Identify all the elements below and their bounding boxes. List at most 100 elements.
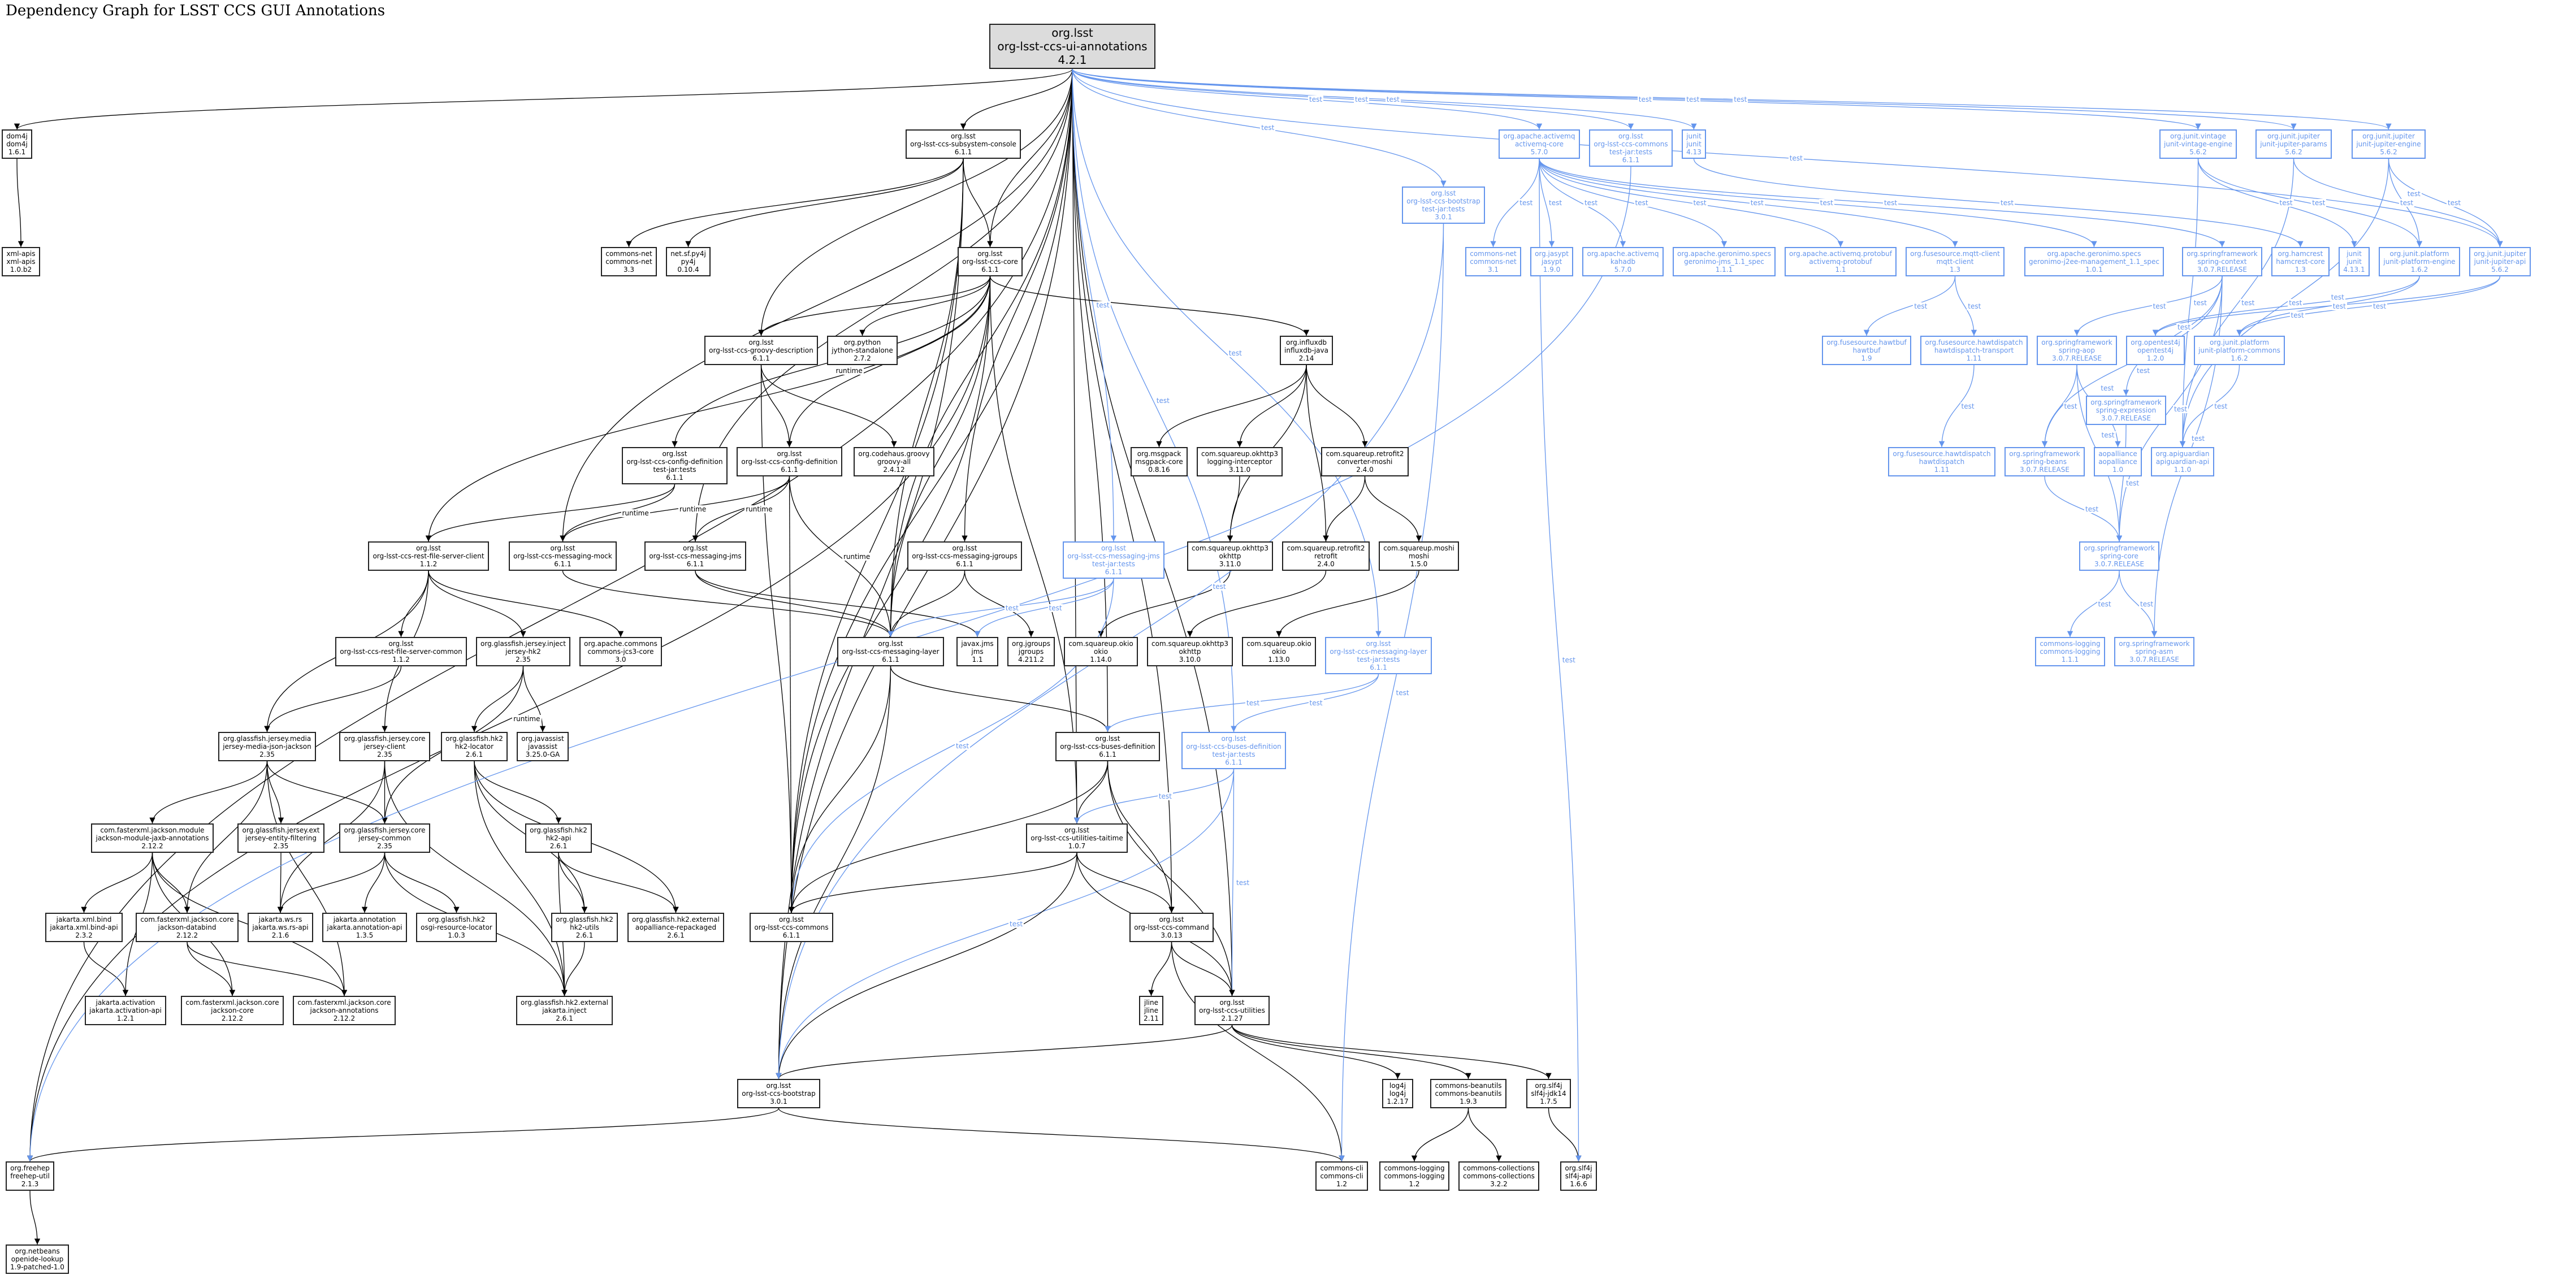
node-version: 1.1.2 [419,560,438,568]
node-version: 6.1.1 [666,474,683,482]
node-group: com.fasterxml.jackson.core [297,999,391,1007]
edge-scope-label: test [1260,124,1276,132]
node-group: org.glassfish.hk2.external [632,916,720,923]
dependency-edge-jsonjackson-jaxbann [149,761,268,824]
edge-scope-label: test [2099,384,2115,392]
dependency-edge-rfsclient-jerseyhk2 [428,570,526,638]
node-group: org.lsst [778,916,804,923]
edge-scope-label: test [1685,95,1701,103]
node-version: 5.6.2 [2491,266,2509,274]
dependency-edge-jaxbann-databind [151,852,191,913]
dependency-edge-cfg-msgmock [560,476,790,542]
node-version: 1.9.0 [1543,266,1561,274]
dependency-edge-busestests-utilities [1229,769,1235,996]
node-artifact: okhttp [1219,552,1241,560]
node-version: 3.0.7.RELEASE [2129,656,2179,663]
dependency-edge-jerseycommon-annapi [361,852,386,913]
node-classifier: test-jar:tests [1357,656,1400,663]
dependency-edge-core-groovydesc [758,276,991,336]
dependency-edge-utilities-slf4jjdk [1231,1025,1552,1079]
node-group: org.lsst [1366,640,1391,648]
node-version: 6.1.1 [981,266,999,274]
dependency-edge-hk2api-hk2utils [558,852,588,913]
dependency-edge-msgjgroups-jgroups [964,570,1034,638]
dependency-edge-msglayer-bootstrap [776,666,891,1079]
edge-scope-label: test [2330,293,2345,301]
node-group: org.springframework [2187,250,2258,258]
dependency-edge-root-msgjgroups [962,68,1073,542]
node-artifact: logging-interceptor [1207,458,1272,466]
node-group: jakarta.xml.bind [56,916,112,923]
dependency-edge-amqcore-gj2ee [1539,158,2097,248]
dependency-edge-buses-commons [788,761,1109,913]
dependency-edge-root-msglayer [887,68,1073,638]
edge-scope-label: test [1395,688,1410,697]
node-version: 6.1.1 [956,560,973,568]
dependency-edge-amqcore-slf4japi [1539,158,1582,1162]
edge-scope-label: test [1157,792,1173,800]
dependency-edge-taitime-bootstrap [776,852,1077,1079]
dependency-edge-logint-okhttp311 [1227,476,1240,542]
node-artifact: org-lsst-ccs-rest-file-server-common [340,648,462,656]
dependency-edge-core-commons [788,276,991,913]
node-artifact: spring-expression [2096,406,2157,414]
dependency-edge-root-busestests [1072,68,1237,732]
node-artifact: slf4j-jdk14 [1531,1090,1566,1098]
node-artifact: hk2-api [545,834,572,842]
node-group: org.lsst [415,544,441,552]
node-group: org.codehaus.groovy [858,450,930,458]
dependency-edge-msgjmstests-javaxjms [974,578,1114,638]
node-group: commons-cli [1320,1164,1363,1172]
dependency-edge-console-bootstrap [776,158,964,1079]
dependency-edge-utilities-bootstrap [776,1025,1233,1079]
node-version: 1.2 [1336,1180,1348,1188]
dependency-edge-msglayer-buses [890,666,1111,732]
node-artifact: org-lsst-ccs-messaging-jgroups [912,552,1018,560]
node-version: 1.7.5 [1540,1098,1557,1105]
node-artifact: junit-jupiter-api [2474,258,2526,266]
node-group: com.squareup.okio [1246,640,1311,648]
dependency-edge-amqcore-springctx [1539,158,2226,248]
node-version: 1.0.3 [448,931,465,939]
node-version: 2.6.1 [549,842,568,850]
node-group: org.lsst [1431,189,1456,197]
node-artifact: osgi-resource-locator [421,923,492,931]
dependency-edge-dom4j-xmlapis [16,158,24,248]
node-group: jakarta.ws.rs [258,916,302,923]
node-version: 2.7.2 [854,354,871,362]
dependency-edge-console-core [963,158,993,248]
dependency-edge-amqcore-jasypt [1539,158,1555,248]
node-artifact: influxdb-java [1284,346,1328,354]
node-group: org.glassfish.jersey.inject [480,640,566,648]
node-group: org.lsst [950,132,976,140]
dependency-edge-jerseyhk2-javassist [522,666,546,732]
node-group: commons-net [605,250,652,258]
edge-scope-label: test [1227,349,1243,357]
node-version: 1.3 [1949,266,1961,274]
node-artifact: org-lsst-ccs-buses-definition [1186,743,1281,751]
dependency-edge-amqcore-cnet31 [1490,158,1540,248]
node-version: 2.35 [377,842,392,850]
dependency-edge-cfg-msgjms [692,476,790,542]
dependency-edge-jengine-jupapi [2388,158,2503,248]
node-version: 3.0.7.RELEASE [2094,560,2144,568]
edge-scope-label: test [2288,299,2304,307]
dependency-edge-retrofit-okhttp310 [1187,570,1327,638]
node-version: 1.1 [972,656,983,663]
node-group: org.jgroups [1012,640,1050,648]
